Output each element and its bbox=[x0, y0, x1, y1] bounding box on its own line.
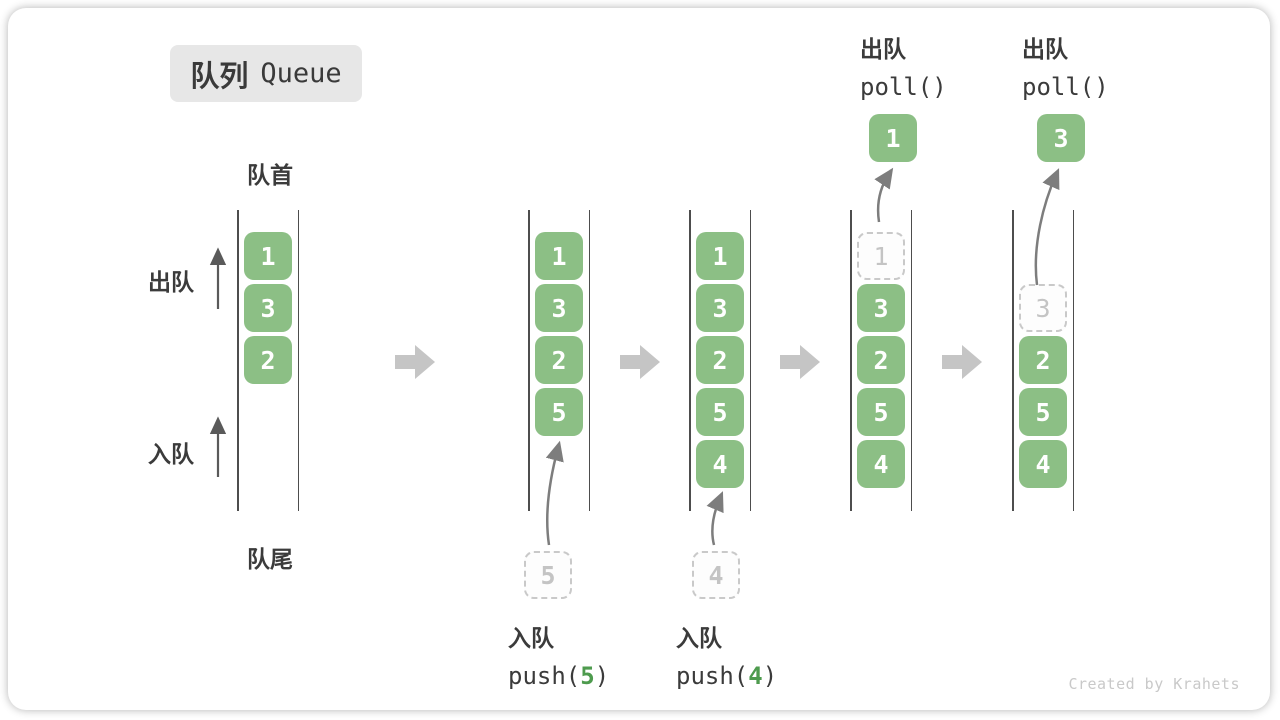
queue-cell: 1 bbox=[244, 232, 292, 280]
queue-rear-label: 队尾 bbox=[247, 547, 293, 573]
queue-state-3: 1 3 2 5 4 bbox=[689, 210, 751, 511]
queue-cell: 4 bbox=[1019, 440, 1067, 488]
queue-cell: 4 bbox=[696, 440, 744, 488]
queue-state-1: 1 3 2 bbox=[237, 210, 299, 511]
queue-cell: 5 bbox=[696, 388, 744, 436]
queue-wall-right bbox=[1072, 210, 1074, 511]
push4-code: push(4) bbox=[676, 662, 778, 690]
queue-cell: 4 bbox=[857, 440, 905, 488]
push5-code: push(5) bbox=[508, 662, 610, 690]
queue-cell: 5 bbox=[535, 388, 583, 436]
queue-cell: 3 bbox=[857, 284, 905, 332]
queue-wall-left bbox=[237, 210, 239, 511]
enqueue-side-label: 入队 bbox=[148, 442, 194, 468]
queue-cell: 2 bbox=[857, 336, 905, 384]
queue-wall-left bbox=[850, 210, 852, 511]
queue-cell: 3 bbox=[535, 284, 583, 332]
queue-cell: 2 bbox=[244, 336, 292, 384]
poll2-code: poll() bbox=[1022, 73, 1109, 101]
queue-cell: 1 bbox=[535, 232, 583, 280]
queue-cell: 5 bbox=[857, 388, 905, 436]
push5-caption: 入队 push(5) bbox=[508, 619, 609, 690]
queue-cell: 3 bbox=[696, 284, 744, 332]
queue-cell: 2 bbox=[1019, 336, 1067, 384]
poll2-label: 出队 bbox=[1022, 37, 1068, 63]
poll2-caption: 出队 poll() bbox=[1022, 30, 1109, 101]
queue-wall-right bbox=[297, 210, 299, 511]
queue-state-5: 3 2 5 4 bbox=[1012, 210, 1074, 511]
title-zh: 队列 bbox=[190, 58, 249, 93]
queue-state-4: 1 3 2 5 4 bbox=[850, 210, 912, 511]
poll1-label: 出队 bbox=[860, 37, 906, 63]
queue-wall-left bbox=[528, 210, 530, 511]
watermark: Created by Krahets bbox=[1068, 675, 1240, 693]
queue-cell: 3 bbox=[244, 284, 292, 332]
queue-wall-right bbox=[749, 210, 751, 511]
dequeue-side-label: 出队 bbox=[148, 270, 194, 296]
poll1-code: poll() bbox=[860, 73, 947, 101]
queue-front-label: 队首 bbox=[247, 163, 293, 189]
push4-label: 入队 bbox=[676, 626, 722, 652]
queue-cell: 1 bbox=[696, 232, 744, 280]
staged-value-4: 4 bbox=[692, 551, 740, 599]
queue-wall-left bbox=[1012, 210, 1014, 511]
queue-wall-left bbox=[689, 210, 691, 511]
queue-wall-right bbox=[910, 210, 912, 511]
queue-cell-removed: 1 bbox=[857, 232, 905, 280]
staged-value-5: 5 bbox=[524, 551, 572, 599]
queue-cell: 2 bbox=[696, 336, 744, 384]
push5-label: 入队 bbox=[508, 626, 554, 652]
poll-result-3: 3 bbox=[1037, 114, 1085, 162]
queue-cell: 5 bbox=[1019, 388, 1067, 436]
queue-wall-right bbox=[588, 210, 590, 511]
poll1-caption: 出队 poll() bbox=[860, 30, 947, 101]
title-en: Queue bbox=[260, 58, 342, 89]
queue-cell: 2 bbox=[535, 336, 583, 384]
poll-result-1: 1 bbox=[869, 114, 917, 162]
queue-cell-removed: 3 bbox=[1019, 284, 1067, 332]
queue-state-2: 1 3 2 5 bbox=[528, 210, 590, 511]
title-badge: 队列 Queue bbox=[170, 45, 362, 102]
push4-caption: 入队 push(4) bbox=[676, 619, 777, 690]
diagram-card bbox=[8, 8, 1270, 710]
